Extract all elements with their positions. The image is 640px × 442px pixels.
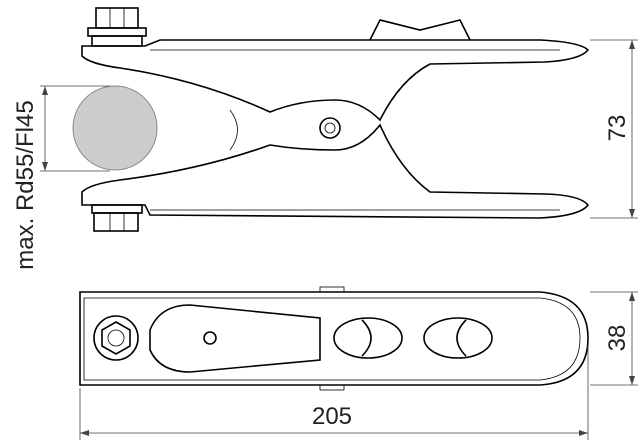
- window-left: [333, 317, 403, 359]
- width-dimension: 38: [590, 291, 638, 386]
- side-view-clamp: [72, 7, 590, 232]
- height-dimension: 73: [590, 39, 638, 219]
- clamp-range-dimension: max. Rd55/Fl45: [12, 85, 110, 270]
- bottom-bolt: [91, 204, 143, 232]
- upper-jaw: [81, 39, 590, 122]
- pivot-pin: [319, 117, 341, 139]
- window-right: [423, 317, 493, 359]
- lower-jaw: [81, 123, 590, 219]
- bolt-head-top: [93, 315, 139, 361]
- clamp-range-label: max. Rd55/Fl45: [12, 100, 39, 269]
- top-handle-tab: [369, 19, 471, 41]
- top-view-clamp: [79, 286, 589, 391]
- conductor-circle: [72, 85, 158, 171]
- width-label: 38: [604, 325, 631, 352]
- height-label: 73: [604, 115, 631, 142]
- top-bolt: [87, 7, 147, 47]
- length-dimension: 205: [79, 345, 589, 440]
- length-label: 205: [312, 403, 352, 430]
